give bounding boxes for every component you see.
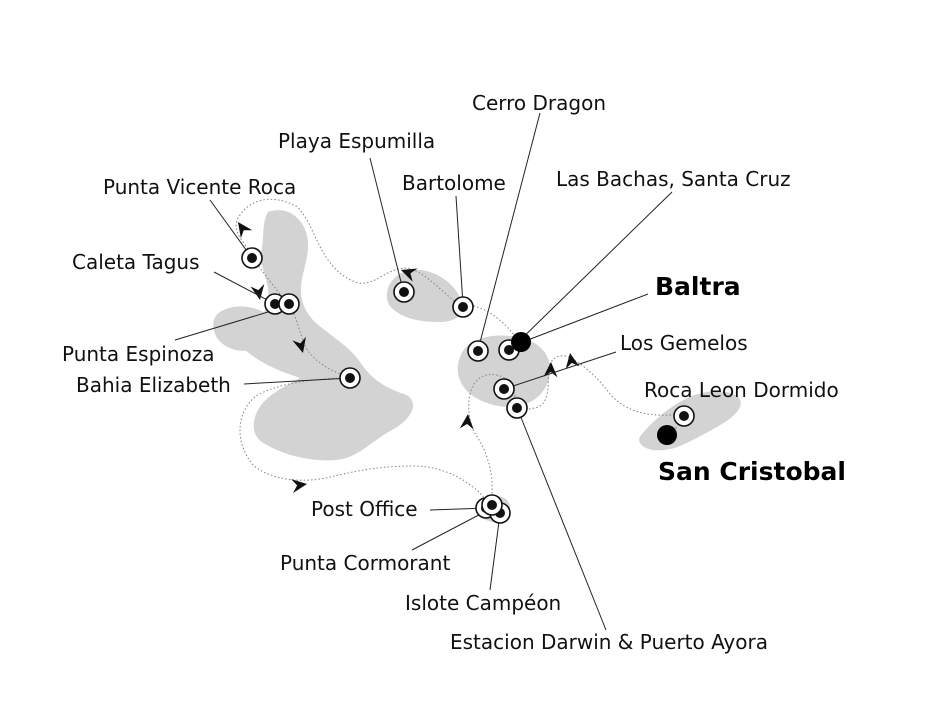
arrow-head <box>565 353 580 369</box>
labels: Cerro Dragon Playa Espumilla Bartolome L… <box>62 91 846 654</box>
label-baltra: Baltra <box>655 272 741 301</box>
leader-los-gemelos <box>503 351 617 390</box>
label-los-gemelos: Los Gemelos <box>620 331 748 355</box>
leader-baltra <box>519 293 649 344</box>
label-san-cristobal: San Cristobal <box>658 457 846 486</box>
stop-marker-estacion-darwin[interactable] <box>506 397 528 419</box>
stop-marker-punta-cormorant[interactable] <box>481 494 503 516</box>
arrow-head <box>238 222 253 239</box>
label-estacion-darwin: Estacion Darwin & Puerto Ayora <box>450 630 768 654</box>
arrow-head <box>250 284 265 300</box>
stop-marker-cerro-dragon[interactable] <box>467 340 489 362</box>
stop-marker-bartolome[interactable] <box>452 296 474 318</box>
leader-caleta-tagus <box>213 271 276 305</box>
stop-marker-playa-espumilla[interactable] <box>393 281 415 303</box>
label-cerro-dragon: Cerro Dragon <box>472 91 606 115</box>
stop-marker-los-gemelos[interactable] <box>493 378 515 400</box>
arrow-head <box>292 336 306 353</box>
label-bahia-elizabeth: Bahia Elizabeth <box>76 373 231 397</box>
leader-cerro-dragon <box>477 112 541 351</box>
stop-marker-punta-espinoza[interactable] <box>278 293 300 315</box>
leader-bahia-elizabeth <box>243 377 351 385</box>
port-marker-baltra[interactable] <box>511 332 531 352</box>
leader-bartolome <box>455 195 464 306</box>
route-arrows <box>238 222 580 494</box>
leader-playa-espumilla <box>369 157 404 291</box>
label-post-office: Post Office <box>311 497 418 521</box>
label-punta-vicente-roca: Punta Vicente Roca <box>103 175 296 199</box>
arrow-head <box>291 479 307 494</box>
label-las-bachas: Las Bachas, Santa Cruz <box>556 167 791 191</box>
leader-estacion-darwin <box>517 409 607 631</box>
island-isabela <box>243 210 414 461</box>
arrow-head <box>401 268 418 282</box>
cruise-route <box>235 198 685 523</box>
stop-markers <box>241 247 695 524</box>
label-islote-campeon: Islote Campéon <box>405 591 561 615</box>
port-markers <box>511 332 677 445</box>
stop-marker-punta-vicente-roca[interactable] <box>241 247 263 269</box>
leader-las-bachas <box>509 191 673 351</box>
label-caleta-tagus: Caleta Tagus <box>72 250 200 274</box>
port-marker-san-cristobal[interactable] <box>657 425 677 445</box>
label-bartolome: Bartolome <box>402 171 506 195</box>
leader-islote-campeon <box>489 513 501 591</box>
label-playa-espumilla: Playa Espumilla <box>278 129 435 153</box>
label-roca-leon-dormido: Roca Leon Dormido <box>644 378 839 402</box>
arrow-head <box>459 414 474 430</box>
leader-punta-vicente-roca <box>209 199 253 259</box>
label-punta-espinoza: Punta Espinoza <box>62 342 215 366</box>
stop-marker-bahia-elizabeth[interactable] <box>339 367 361 389</box>
label-punta-cormorant: Punta Cormorant <box>280 551 450 575</box>
route-line <box>235 198 685 523</box>
stop-marker-roca-leon-dormido[interactable] <box>673 405 695 427</box>
arrow-head <box>543 362 558 378</box>
island-fernandina <box>213 306 276 351</box>
